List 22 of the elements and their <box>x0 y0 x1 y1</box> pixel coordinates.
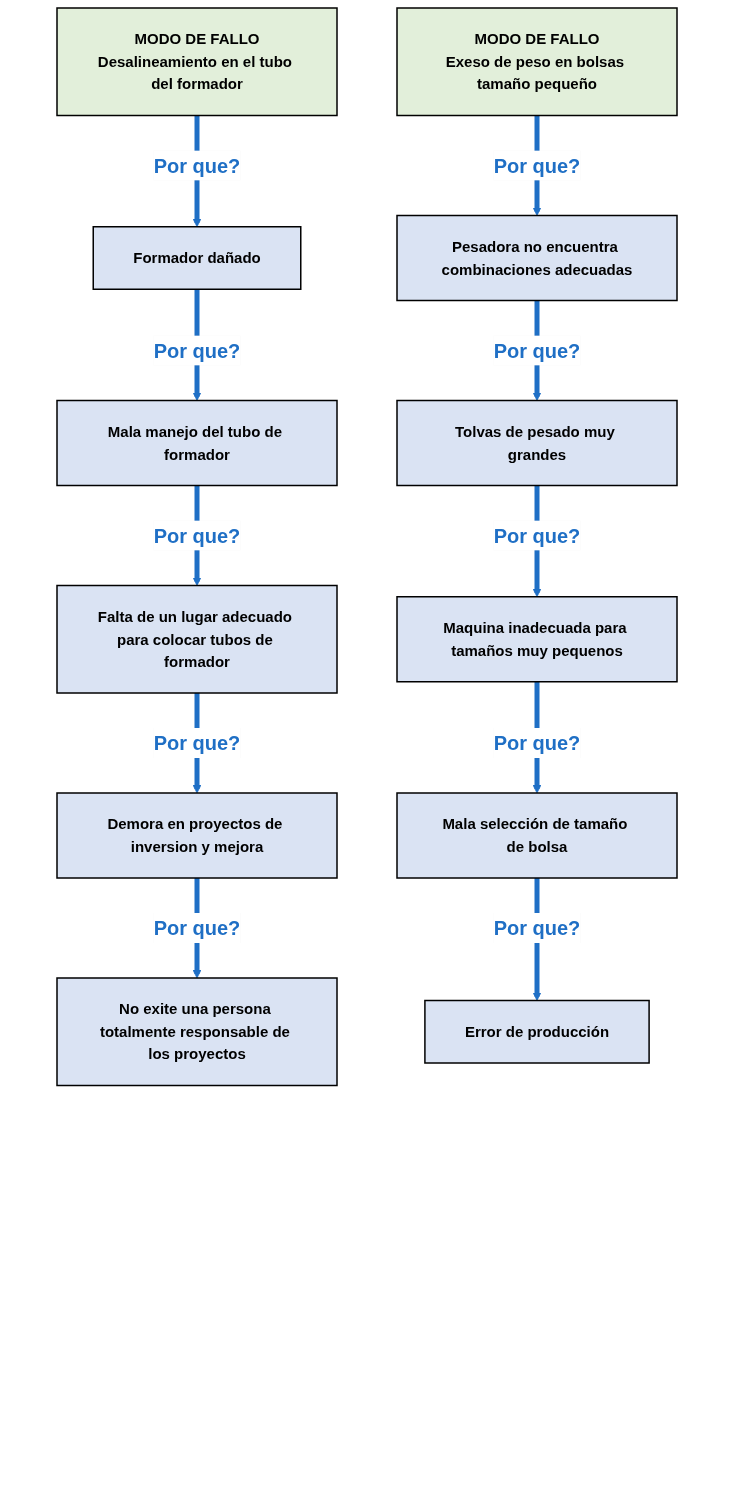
node-box: Formador dañado <box>92 226 301 290</box>
edge-label: Por que? <box>493 524 580 547</box>
node-box: MODO DE FALLO Desalineamiento en el tubo del formador <box>55 7 338 117</box>
node-box: Falta de un lugar adecuado para colocar tubos de formador <box>55 584 338 694</box>
edge-label: Por que? <box>153 154 240 177</box>
edge-label: Por que? <box>153 339 240 362</box>
node-box: Maquina inadecuada para tamaños muy pequenos <box>395 596 678 683</box>
node-box: Demora en proyectos de inversion y mejora <box>55 792 338 879</box>
edge-label: Por que? <box>493 154 580 177</box>
node-box: Tolvas de pesado muy grandes <box>395 399 678 487</box>
node-box: Mala manejo del tubo de formador <box>55 399 338 487</box>
edge-label: Por que? <box>153 917 240 939</box>
node-box: MODO DE FALLO Exeso de peso en bolsas tamaño pequeño <box>395 7 678 117</box>
edge-label: Por que? <box>493 732 580 754</box>
node-box: Mala selección de tamaño de bolsa <box>395 792 678 879</box>
edge-label: Por que? <box>153 524 240 547</box>
node-box: Error de producción <box>423 999 650 1064</box>
edge-label: Por que? <box>153 732 240 754</box>
edge-label: Por que? <box>493 339 580 362</box>
node-box: Pesadora no encuentra combinaciones adecuadas <box>395 214 678 302</box>
edge-label: Por que? <box>493 917 580 939</box>
node-box: No exite una persona totalmente responsable de los proyectos <box>55 977 338 1087</box>
